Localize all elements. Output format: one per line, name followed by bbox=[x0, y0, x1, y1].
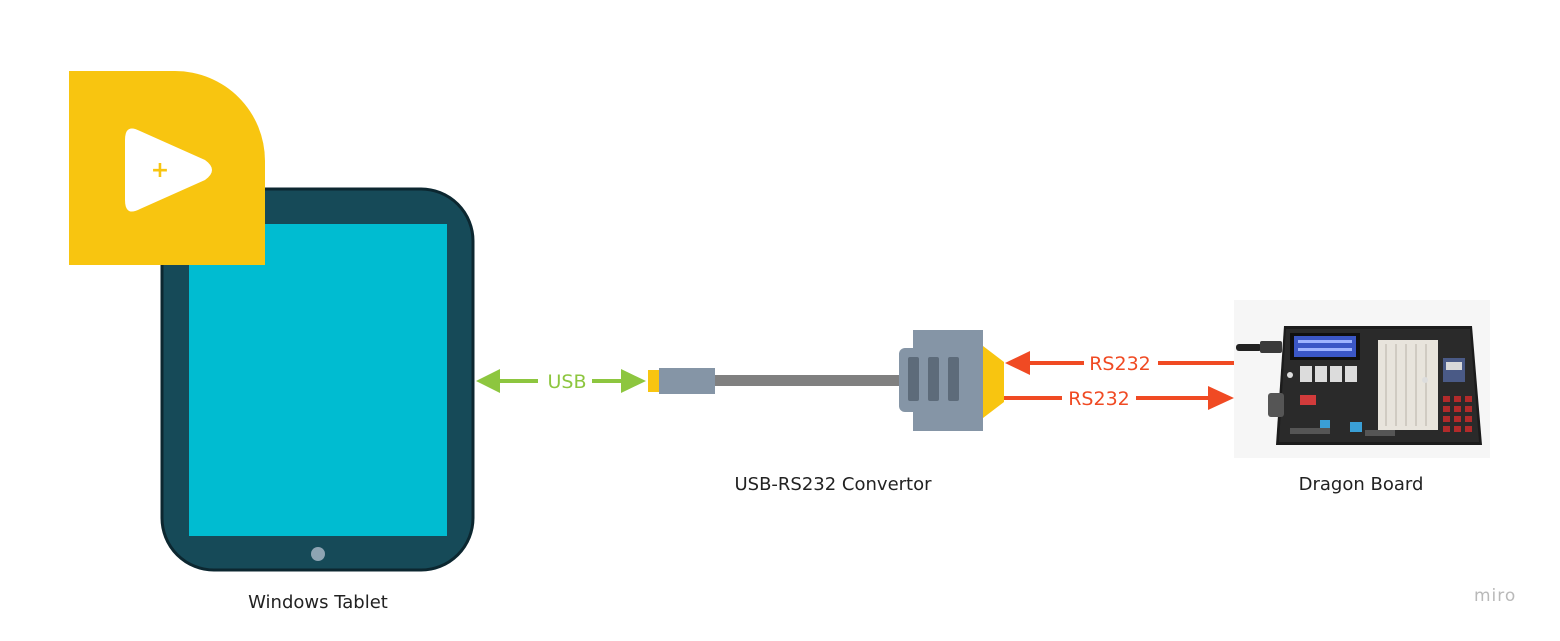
board-label: Dragon Board bbox=[1298, 474, 1424, 495]
dragon-board-image bbox=[1234, 300, 1490, 458]
arrow-right-icon bbox=[1208, 386, 1234, 410]
labview-app-icon: + bbox=[69, 71, 265, 265]
usb-link: USB bbox=[476, 369, 646, 393]
arrow-left-icon bbox=[1005, 351, 1030, 375]
rs232-out-link: RS232 bbox=[1004, 386, 1234, 410]
arrow-left-icon bbox=[476, 369, 500, 393]
rs232-in-label: RS232 bbox=[1089, 353, 1151, 375]
convertor-label: USB-RS232 Convertor bbox=[734, 474, 932, 495]
usb-rs232-convertor-icon bbox=[648, 330, 1004, 431]
tablet-label: Windows Tablet bbox=[248, 592, 388, 613]
tablet-icon bbox=[160, 187, 475, 572]
rs232-out-label: RS232 bbox=[1068, 388, 1130, 410]
home-button bbox=[311, 547, 325, 561]
arrow-right-icon bbox=[621, 369, 646, 393]
plus-icon: + bbox=[151, 158, 169, 183]
rs232-in-link: RS232 bbox=[1005, 351, 1234, 375]
miro-watermark: miro bbox=[1474, 586, 1517, 606]
usb-label: USB bbox=[547, 371, 586, 393]
